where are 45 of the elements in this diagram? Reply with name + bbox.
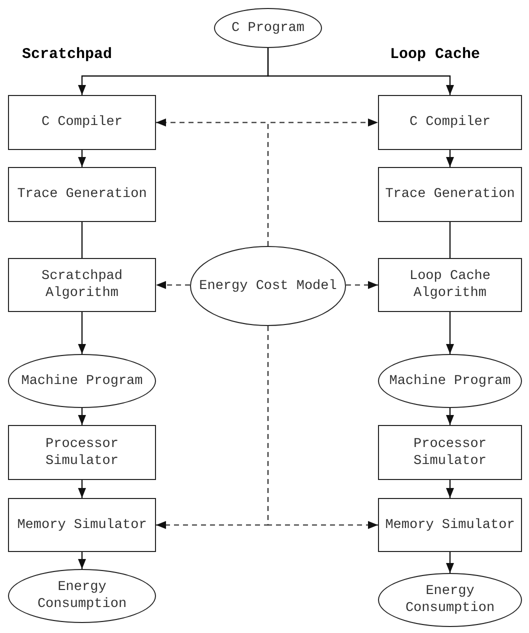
dashed-arrow xyxy=(267,118,378,246)
node-label: Loop Cache Algorithm xyxy=(408,268,492,302)
node-label: Machine Program xyxy=(389,372,511,390)
arrow xyxy=(446,312,454,354)
node-label: C Program xyxy=(232,20,304,36)
process-box xyxy=(378,95,522,150)
process-box xyxy=(8,167,156,222)
process-box xyxy=(8,258,156,312)
process-box xyxy=(378,498,522,552)
process-box xyxy=(378,425,522,480)
node-label: Energy Cost Model xyxy=(199,278,337,294)
dashed-arrow xyxy=(156,281,190,289)
node-label: Scratchpad Algorithm xyxy=(40,268,124,302)
dashed-arrow xyxy=(267,326,378,529)
process-box xyxy=(8,498,156,552)
node-label: Trace Generation xyxy=(385,186,515,203)
node-label: Memory Simulator xyxy=(17,516,147,534)
arrow xyxy=(267,48,454,95)
arrow xyxy=(78,312,86,354)
dashed-arrow xyxy=(346,281,378,289)
arrow xyxy=(446,552,454,573)
process-box xyxy=(8,425,156,480)
node-label: Energy Consumption xyxy=(36,579,128,613)
column-heading: Scratchpad xyxy=(22,45,112,65)
process-box xyxy=(378,167,522,222)
arrow xyxy=(78,408,86,425)
arrow xyxy=(446,408,454,425)
column-heading: Loop Cache xyxy=(390,45,480,65)
node-label: Processor Simulator xyxy=(412,436,488,470)
node-label: C Compiler xyxy=(41,114,122,131)
arrow xyxy=(78,480,86,498)
node-label: Energy Consumption xyxy=(404,583,496,617)
arrow xyxy=(78,150,86,167)
arrow xyxy=(446,150,454,167)
arrow xyxy=(446,480,454,498)
process-box xyxy=(8,95,156,150)
node-label: C Compiler xyxy=(409,114,490,131)
arrow xyxy=(78,552,86,569)
process-box xyxy=(378,258,522,312)
node-label: Processor Simulator xyxy=(44,436,120,470)
node-label: Machine Program xyxy=(21,372,143,390)
node-label: Memory Simulator xyxy=(385,516,515,534)
connector-line xyxy=(449,222,451,258)
node-label: Trace Generation xyxy=(17,186,147,203)
connector-line xyxy=(81,222,83,258)
